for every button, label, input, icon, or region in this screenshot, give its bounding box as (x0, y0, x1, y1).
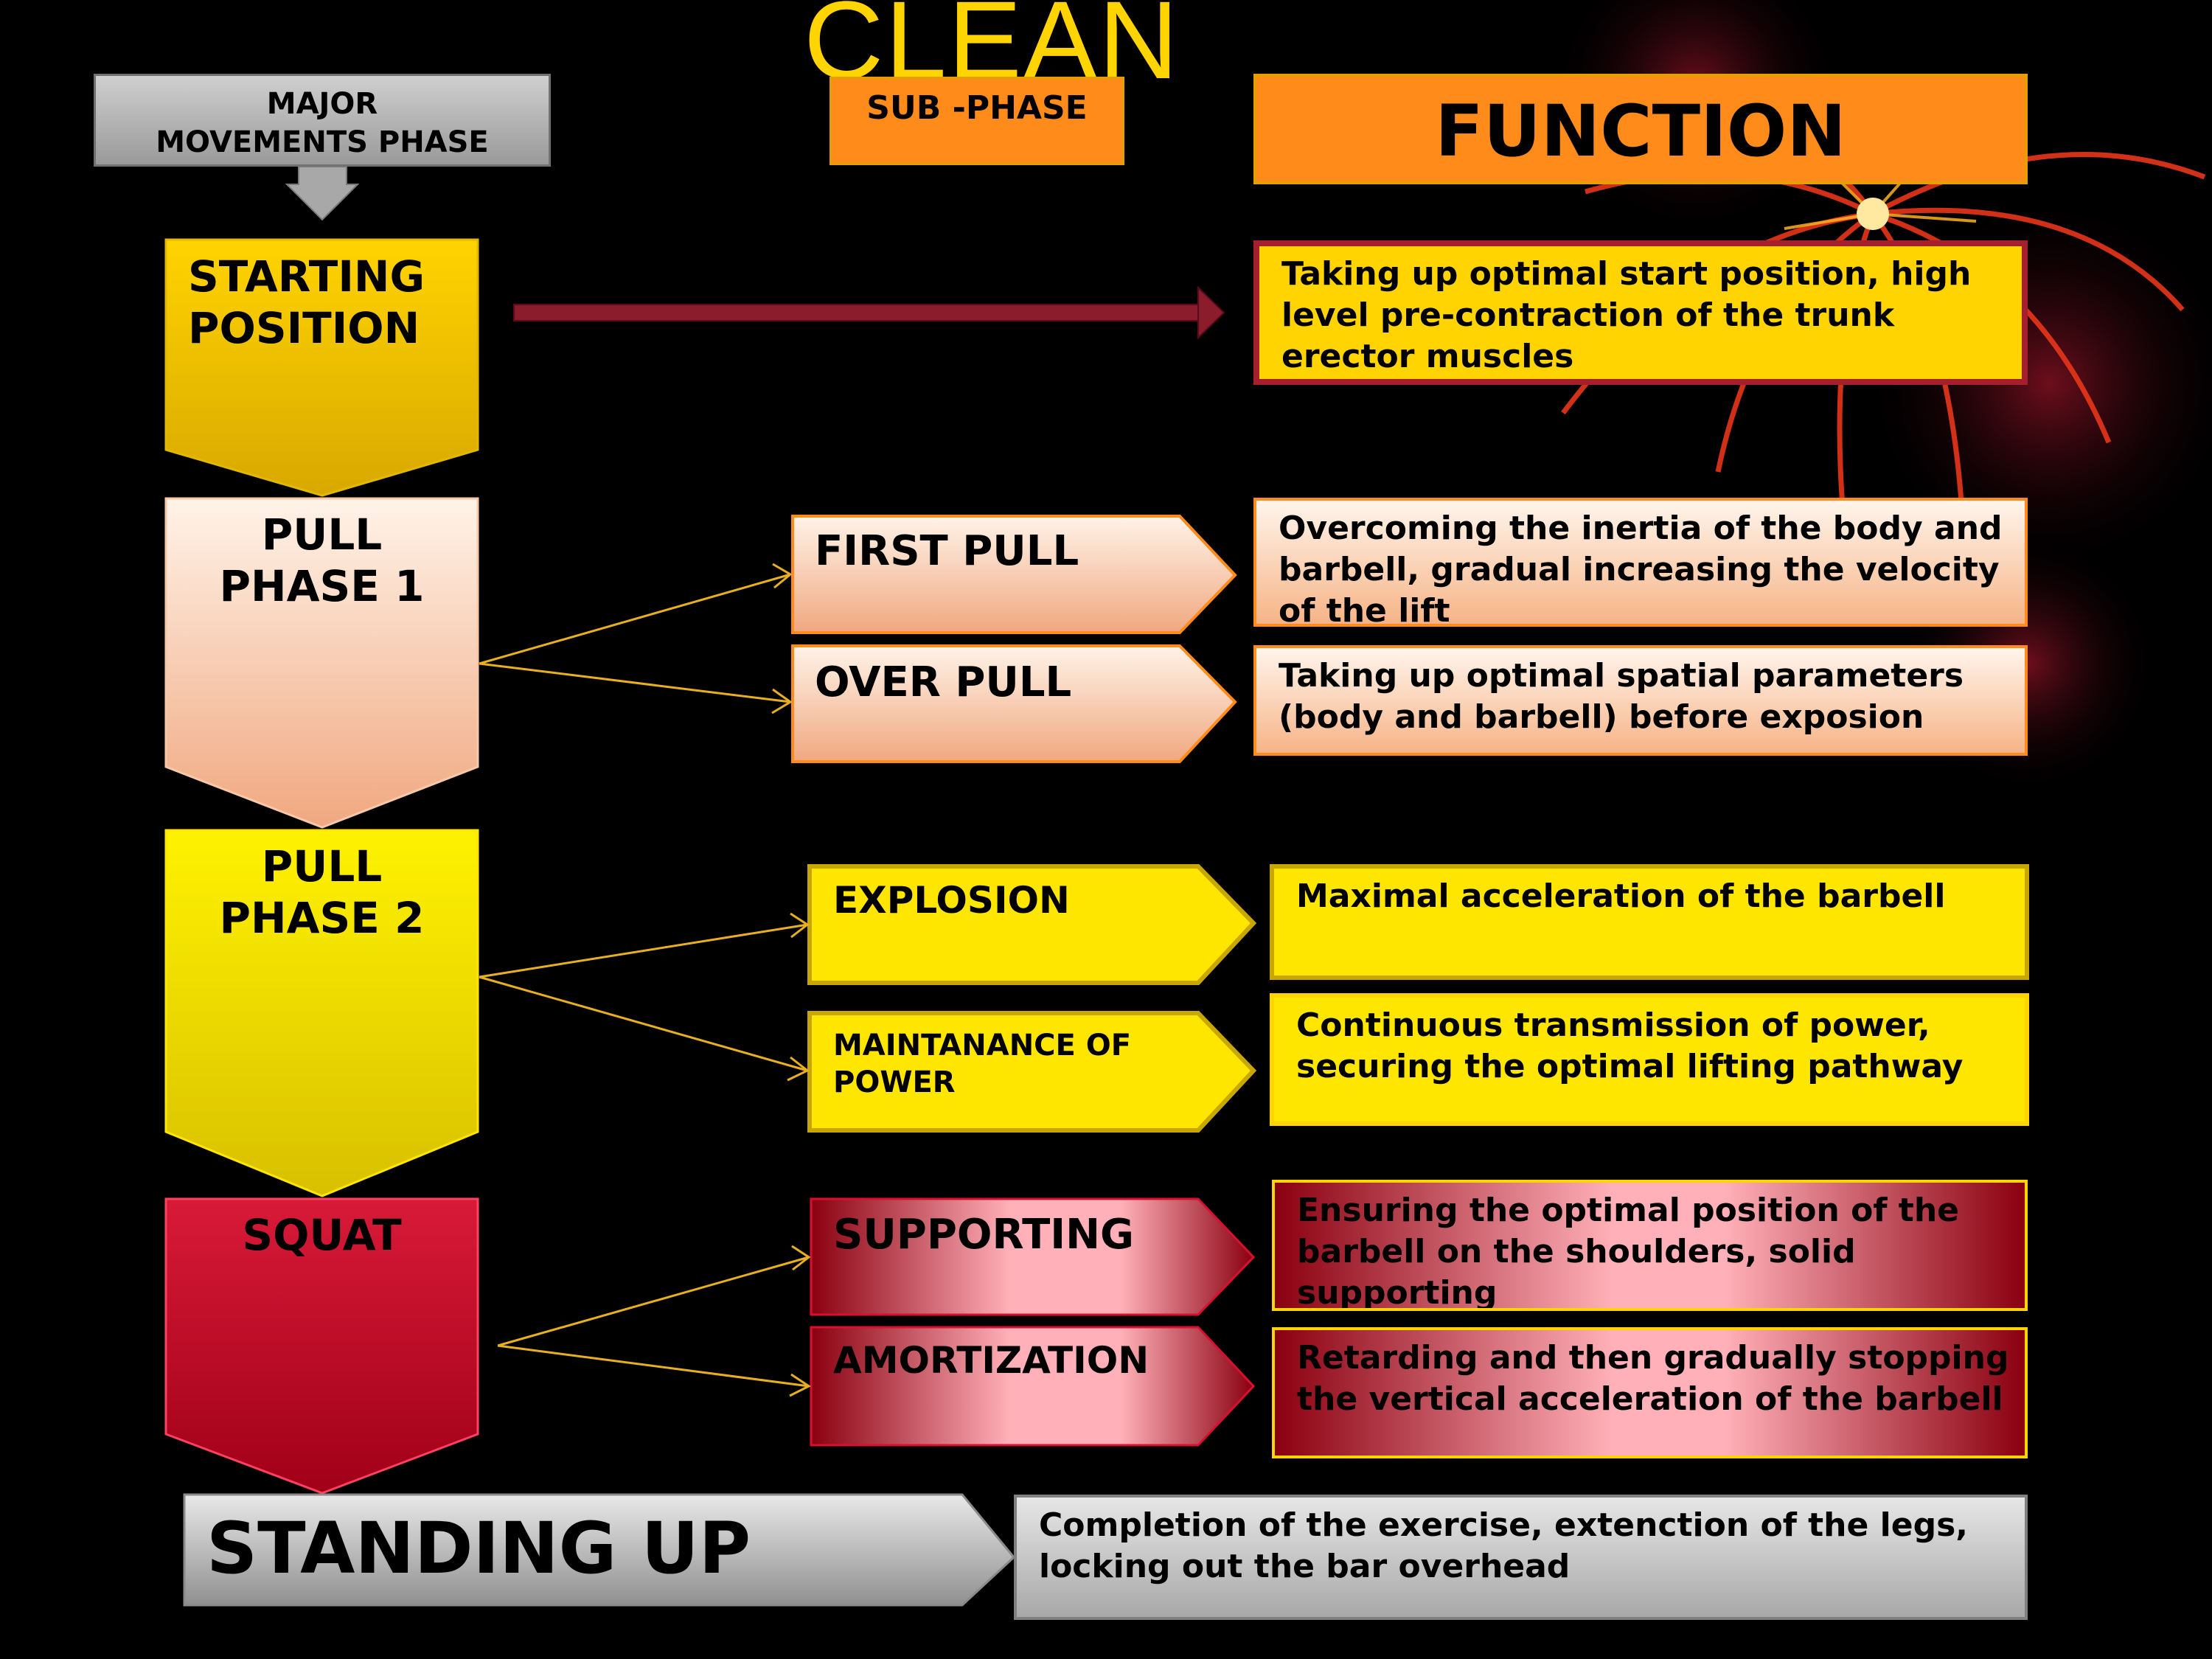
subphase-header: SUB -PHASE (830, 77, 1124, 165)
function-supporting: Ensuring the optimal position of the bar… (1272, 1180, 2028, 1311)
phase-squat-shape (164, 1197, 479, 1495)
sub-over-pull-label: OVER PULL (815, 658, 1072, 706)
function-explosion: Maximal acceleration of the barbell (1270, 864, 2029, 980)
sub-first-pull-label: FIRST PULL (815, 527, 1079, 575)
major-header-line1: MAJOR (266, 87, 378, 121)
connector-lines (479, 573, 810, 1388)
sub-maintenance-label: MAINTANANCE OF POWER (833, 1029, 1132, 1099)
phase-pull1-shape (164, 497, 479, 829)
phase-starting-label: STARTING POSITION (188, 251, 425, 353)
starting-arrow (513, 285, 1225, 340)
sub-supporting-shape (810, 1197, 1256, 1316)
major-movements-header: MAJOR MOVEMENTS PHASE (94, 74, 551, 167)
function-amortization: Retarding and then gradually stopping th… (1272, 1327, 2028, 1458)
function-maintenance: Continuous transmission of power, securi… (1270, 993, 2029, 1126)
major-header-line2: MOVEMENTS PHASE (156, 125, 489, 159)
sub-amortization-label: AMORTIZATION (833, 1339, 1150, 1382)
sub-explosion-shape (807, 864, 1257, 985)
sub-over-pull-shape (791, 644, 1237, 763)
function-over-pull: Taking up optimal spatial parameters (bo… (1253, 645, 2028, 756)
sub-first-pull-shape (791, 515, 1237, 634)
function-header: FUNCTION (1253, 74, 2028, 184)
standing-up-label: STANDING UP (206, 1507, 751, 1590)
standing-up-shape (183, 1493, 1016, 1607)
function-standing-up: Completion of the exercise, extenction o… (1014, 1495, 2028, 1620)
phase-pull1-label: PULL PHASE 1 (219, 509, 425, 611)
phase-pull2-shape (164, 829, 479, 1197)
phase-starting-shape (164, 238, 479, 497)
sub-supporting-label: SUPPORTING (833, 1211, 1134, 1259)
sub-maintenance-shape (807, 1011, 1257, 1133)
phase-pull2-label: PULL PHASE 2 (219, 841, 425, 943)
function-first-pull: Overcoming the inertia of the body and b… (1253, 498, 2028, 627)
phase-squat-label: SQUAT (242, 1210, 402, 1260)
sub-amortization-shape (810, 1326, 1256, 1447)
sub-explosion-label: EXPLOSION (833, 879, 1070, 922)
function-starting: Taking up optimal start position, high l… (1253, 240, 2028, 385)
